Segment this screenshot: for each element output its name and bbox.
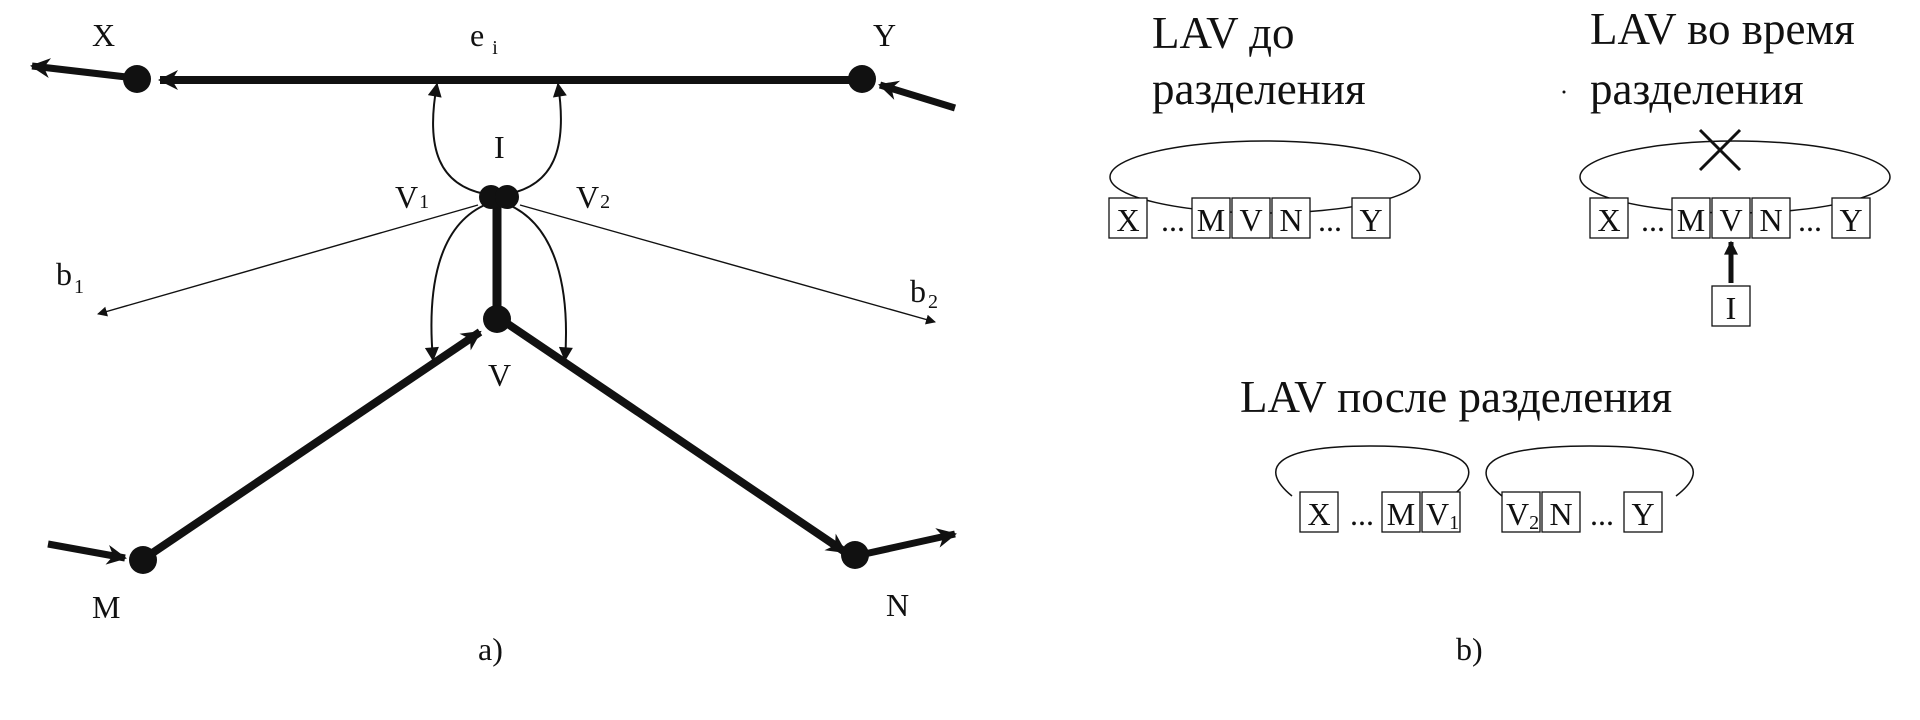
label-v2: V2	[576, 179, 610, 215]
cell-during-n-text: N	[1759, 202, 1782, 238]
cell-during-y	[1831, 197, 1871, 239]
cell-after-x-text: X	[1307, 496, 1330, 532]
label-v: V	[488, 357, 511, 393]
cell-during-n	[1751, 197, 1791, 239]
label-y: Y	[873, 17, 896, 53]
cell-after-v1-text: V1	[1426, 496, 1459, 534]
curve-i-down-left	[424, 203, 488, 362]
stray-dot	[1562, 90, 1566, 94]
cell-inserted-i	[1711, 285, 1751, 327]
title-after: LAV после разделения	[1240, 372, 1672, 422]
arrow-out-x	[30, 58, 136, 82]
cell-after-n	[1541, 491, 1581, 533]
vertex-n	[841, 541, 869, 569]
cross-mark	[1698, 128, 1742, 172]
lav-list-after-left: X ... M V1	[1299, 491, 1461, 534]
title-during-line2: разделения	[1590, 64, 1804, 114]
cell-before-n	[1271, 197, 1311, 239]
cell-after-y	[1623, 491, 1663, 533]
cell-inserted-i-text: I	[1726, 290, 1737, 326]
cell-after-x	[1299, 491, 1339, 533]
cell-after-m-text: M	[1387, 496, 1415, 532]
label-i: I	[494, 129, 505, 165]
cell-during-v-text: V	[1719, 202, 1742, 238]
cell-before-m	[1191, 197, 1231, 239]
label-x: X	[92, 17, 115, 53]
cell-after-y-text: Y	[1631, 496, 1654, 532]
panel-b: LAV до разделения X ... M V N ... Y LAV …	[1108, 4, 1891, 667]
label-m: M	[92, 589, 120, 625]
curve-i-down-right	[506, 203, 573, 362]
ray-b1	[97, 204, 479, 317]
cell-during-dots1: ...	[1641, 202, 1665, 238]
cell-after-n-text: N	[1549, 496, 1572, 532]
edge-vm	[142, 328, 483, 562]
cell-during-v	[1711, 197, 1751, 239]
title-before-line1: LAV до	[1152, 8, 1295, 58]
curve-i-up-right	[507, 82, 567, 195]
vertex-m	[129, 546, 157, 574]
cell-during-m	[1671, 197, 1711, 239]
caption-a: a)	[478, 631, 503, 667]
cell-before-x-text: X	[1116, 202, 1139, 238]
arrow-out-n	[859, 528, 957, 559]
lav-list-during: X ... M V N ... Y	[1589, 197, 1871, 239]
cell-before-dots2: ...	[1318, 202, 1342, 238]
lav-loop-after-left	[1275, 445, 1470, 497]
vertex-v	[483, 305, 511, 333]
vertex-x	[123, 65, 151, 93]
cell-after-dots2: ...	[1590, 496, 1614, 532]
label-n: N	[886, 587, 909, 623]
vertex-y	[848, 65, 876, 93]
cell-during-dots2: ...	[1798, 202, 1822, 238]
cell-during-x	[1589, 197, 1629, 239]
lav-list-after-right: V2 N ... Y	[1501, 491, 1663, 534]
cell-after-v1	[1421, 491, 1461, 533]
cell-during-x-text: X	[1597, 202, 1620, 238]
vertex-i-right	[495, 185, 519, 209]
edge-vn	[502, 318, 848, 556]
cell-before-v-text: V	[1239, 202, 1262, 238]
title-before-line2: разделения	[1152, 64, 1366, 114]
arrow-in-m	[47, 540, 127, 565]
cell-after-v2	[1501, 491, 1541, 533]
cell-before-y-text: Y	[1359, 202, 1382, 238]
cell-after-dots1: ...	[1350, 496, 1374, 532]
cell-before-n-text: N	[1279, 202, 1302, 238]
cell-before-dots1: ...	[1161, 202, 1185, 238]
arrow-in-y	[878, 80, 957, 112]
cell-before-m-text: M	[1197, 202, 1225, 238]
inserted-node: I	[1711, 285, 1751, 327]
cell-before-v	[1231, 197, 1271, 239]
cell-before-y	[1351, 197, 1391, 239]
label-v1: V1	[395, 179, 429, 215]
curve-i-up-left	[427, 82, 486, 195]
lav-loop-after-right	[1485, 445, 1694, 497]
cell-before-x	[1108, 197, 1148, 239]
cell-after-v2-text: V2	[1506, 496, 1539, 534]
lav-list-before: X ... M V N ... Y	[1108, 197, 1391, 239]
cell-during-y-text: Y	[1839, 202, 1862, 238]
ray-b2	[519, 204, 936, 325]
cell-after-m	[1381, 491, 1421, 533]
title-during-line1: LAV во время	[1590, 4, 1855, 54]
caption-b: b)	[1456, 631, 1483, 667]
cell-during-m-text: M	[1677, 202, 1705, 238]
